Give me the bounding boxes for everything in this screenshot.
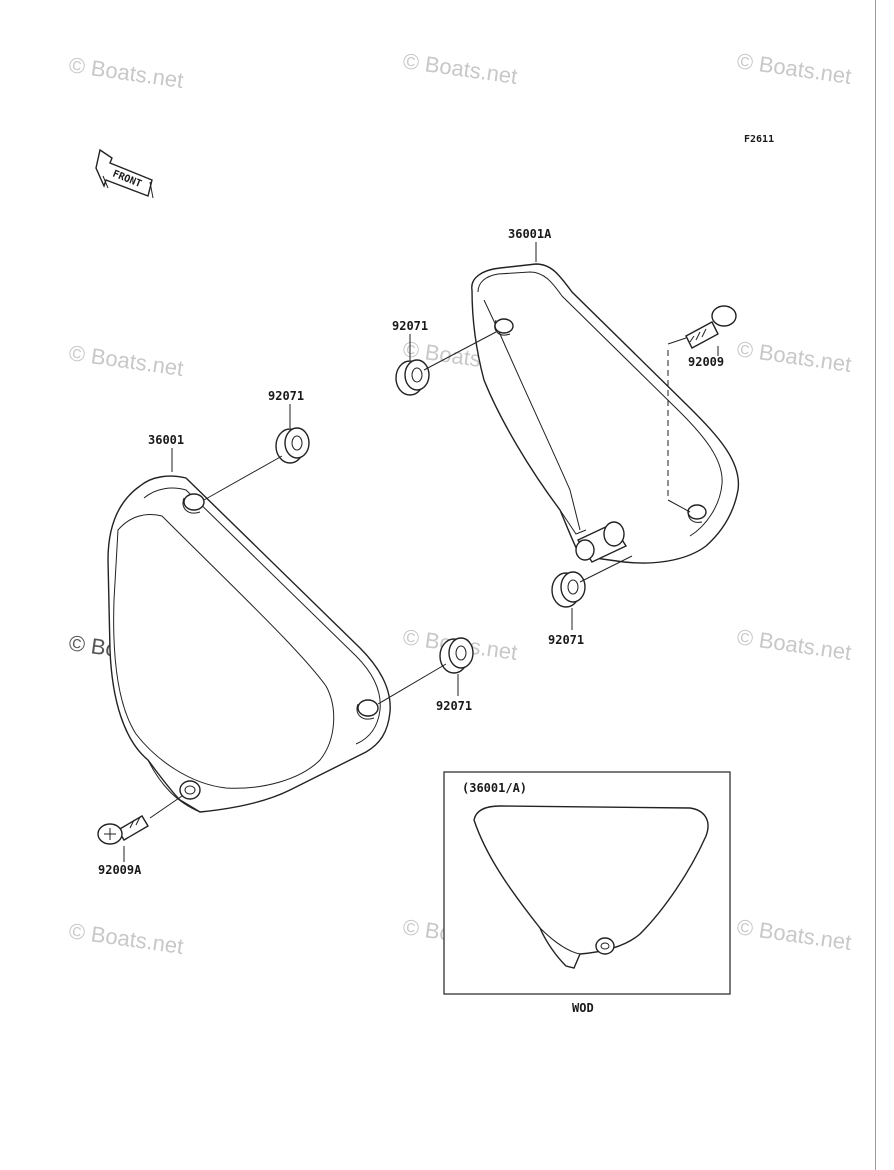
inset-title: (36001/A) <box>462 781 527 795</box>
label-92071-left-top: 92071 <box>268 389 304 403</box>
grommet-left-top <box>275 427 310 464</box>
label-92009: 92009 <box>688 355 724 369</box>
watermark-12: © Boats.net <box>735 914 853 955</box>
watermark-1: © Boats.net <box>67 52 185 93</box>
label-36001a: 36001A <box>508 227 552 241</box>
side-cover-right <box>471 263 740 564</box>
label-92071-right-top: 92071 <box>392 319 428 333</box>
watermark-2: © Boats.net <box>401 48 519 89</box>
diagram-code: F2611 <box>744 134 774 145</box>
side-cover-left <box>107 475 391 813</box>
page-edge-line <box>875 0 876 1170</box>
grommet-left-bottom <box>439 637 474 674</box>
watermark-4: © Boats.net <box>67 340 185 381</box>
inset-caption: WOD <box>572 1001 594 1015</box>
leader-lines <box>123 242 719 862</box>
label-36001: 36001 <box>148 433 184 447</box>
grommet-right-bottom <box>551 571 586 608</box>
inset-box: (36001/A) WOD <box>443 771 731 1015</box>
watermark-9: © Boats.net <box>735 624 853 665</box>
label-92071-left-bottom: 92071 <box>436 699 472 713</box>
front-arrow-icon: FRONT <box>95 148 154 199</box>
grommet-right-top <box>395 359 430 396</box>
screw-left <box>97 815 149 845</box>
label-92071-right-bottom: 92071 <box>548 633 584 647</box>
label-92009a: 92009A <box>98 863 142 877</box>
watermark-3: © Boats.net <box>735 48 853 89</box>
watermark-6: © Boats.net <box>735 336 853 377</box>
watermark-10: © Boats.net <box>67 918 185 959</box>
bolt-right <box>685 305 737 349</box>
